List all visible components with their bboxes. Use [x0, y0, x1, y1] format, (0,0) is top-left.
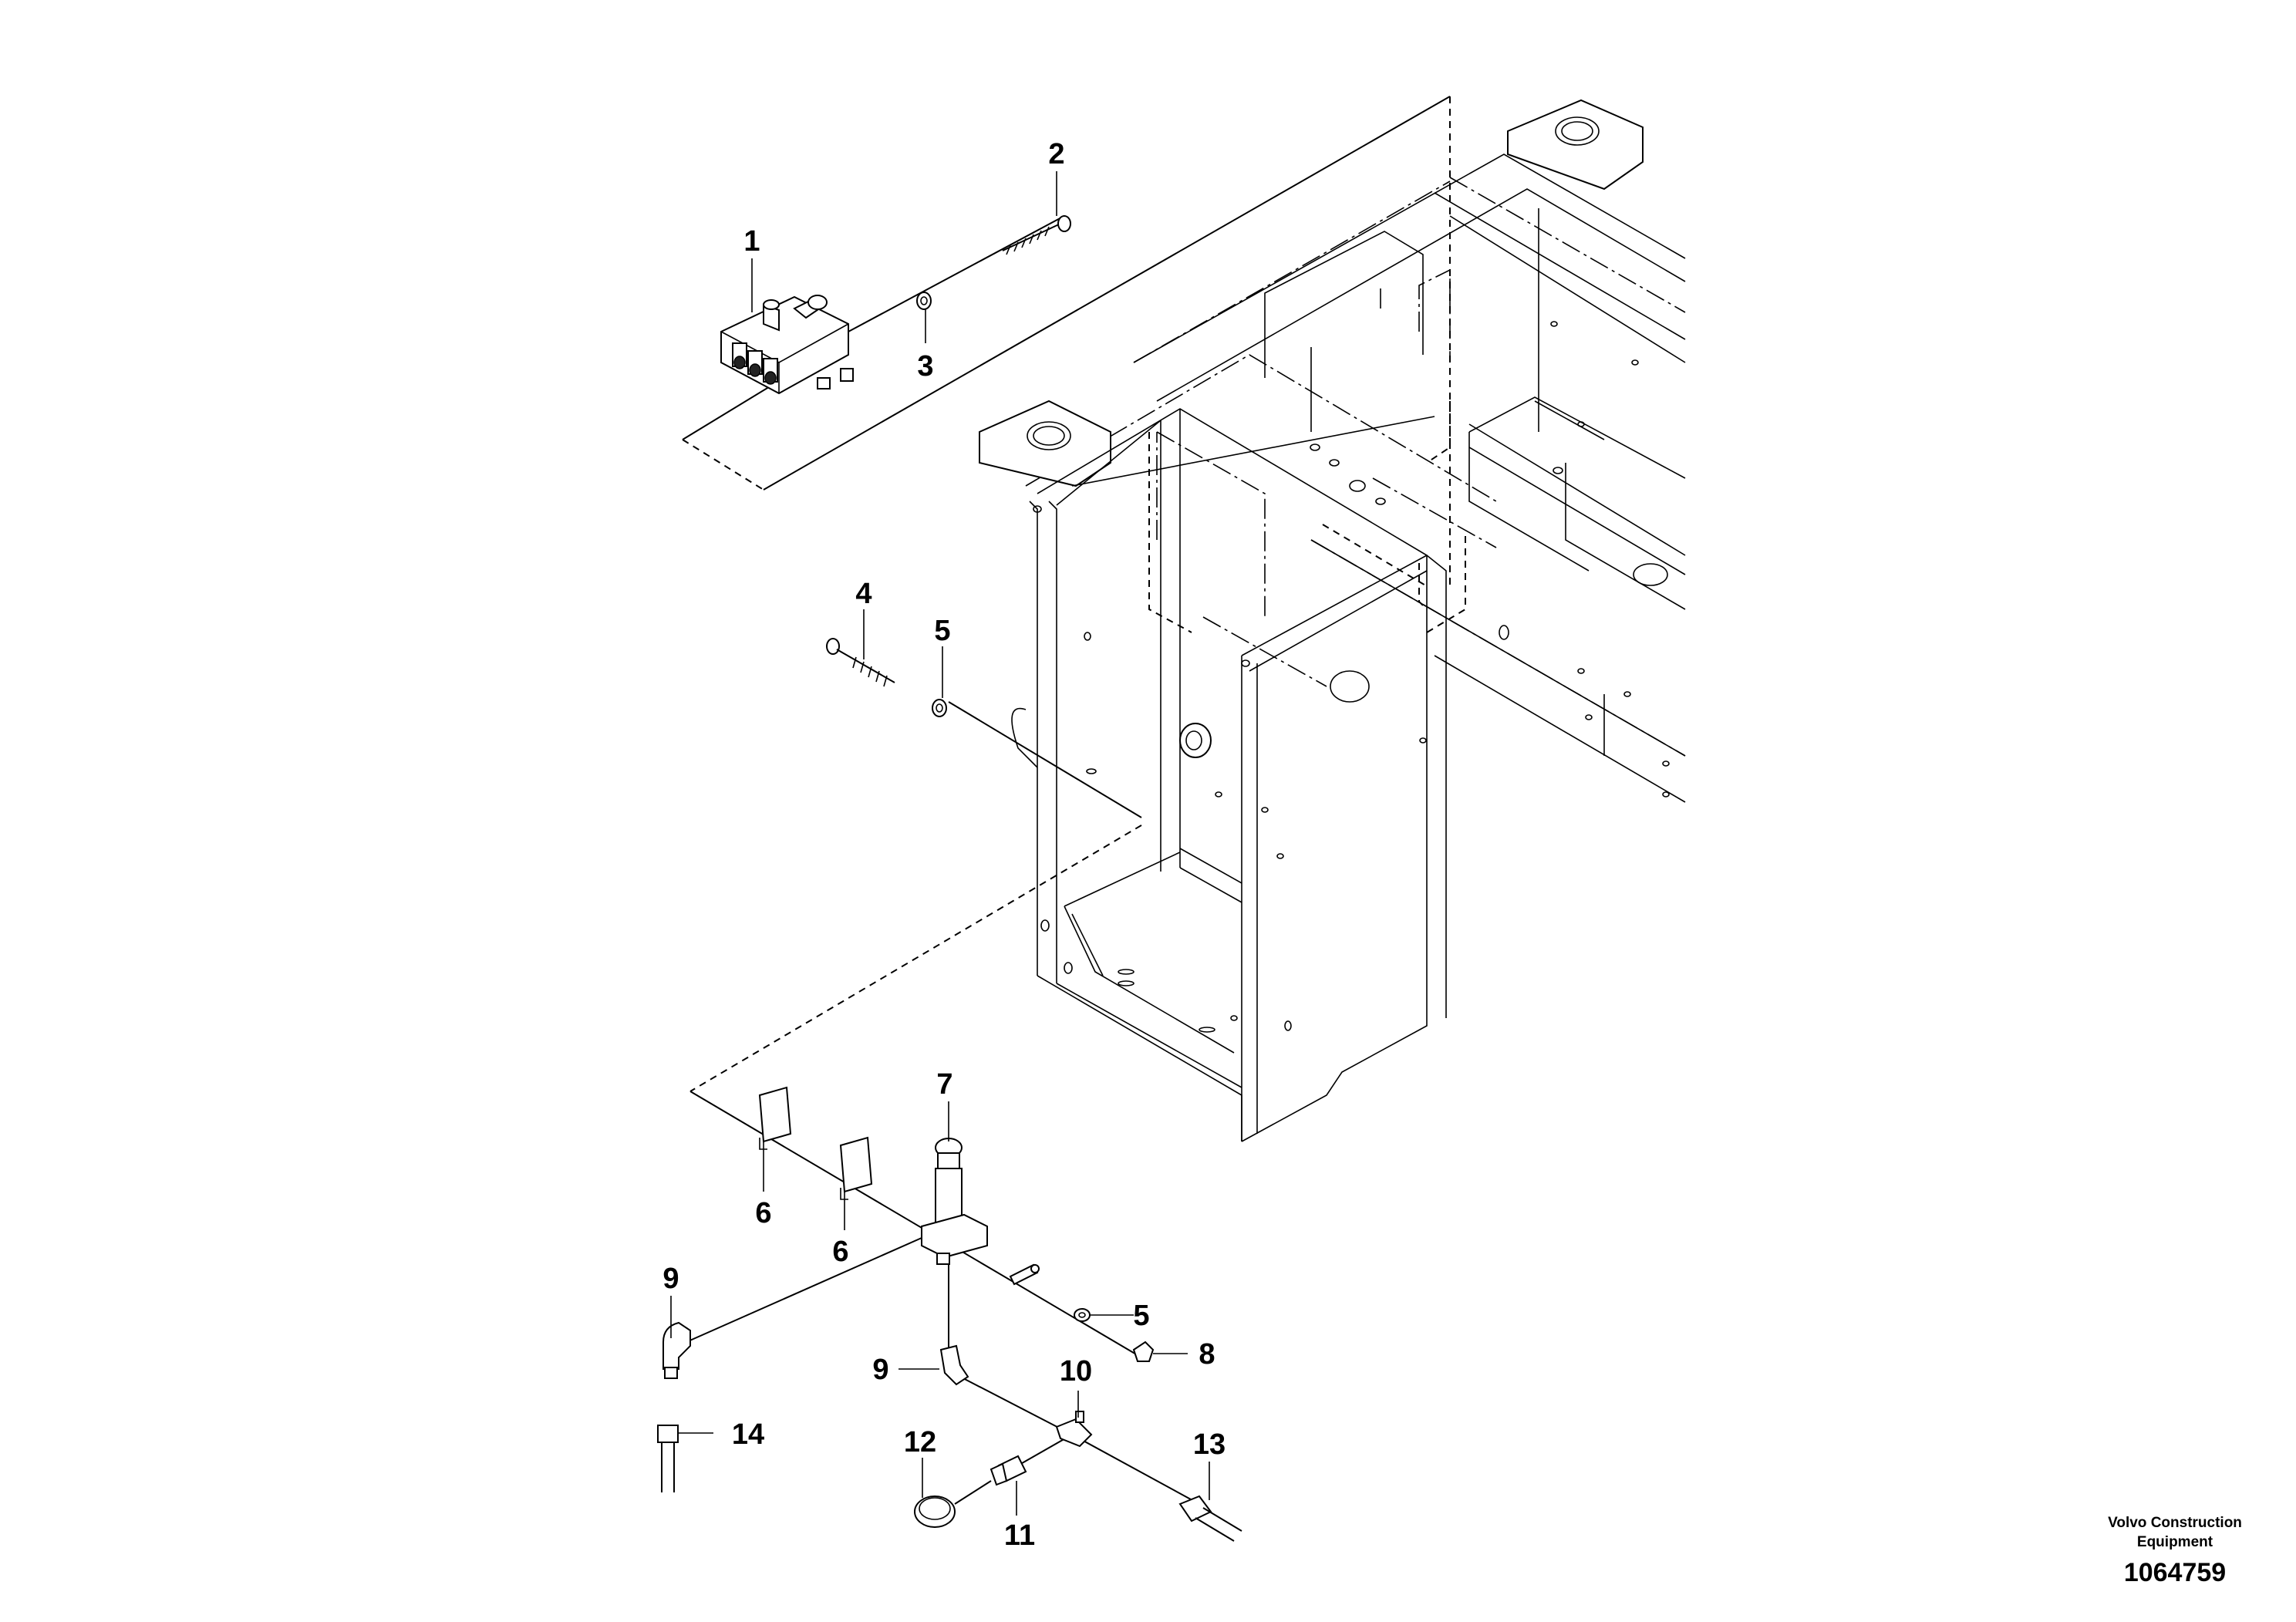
- callout-8: 8: [1199, 1338, 1215, 1371]
- callout-11: 11: [1004, 1519, 1035, 1552]
- elbow-part-9a: [663, 1321, 691, 1379]
- callout-14: 14: [732, 1418, 764, 1451]
- valve-part-7: [921, 1138, 988, 1265]
- machine-frame: [979, 99, 1686, 1142]
- clip-part-6a: [758, 1086, 792, 1150]
- washer-part-5b: [1074, 1308, 1091, 1322]
- document-number: 1064759: [2124, 1558, 2226, 1587]
- callout-3: 3: [917, 350, 933, 383]
- cap-part-12: [914, 1480, 992, 1528]
- washer-part-5: [932, 699, 947, 717]
- clip-part-6b: [839, 1136, 873, 1200]
- clip-small: [1009, 1263, 1040, 1286]
- callout-2: 2: [1048, 138, 1064, 170]
- callout-12: 12: [904, 1426, 936, 1458]
- hose-part-14: [657, 1425, 679, 1492]
- assembly-lines: [682, 96, 1451, 1505]
- credit-line-2: Equipment: [2137, 1534, 2213, 1550]
- hose-part-13: [1178, 1495, 1242, 1542]
- elbow-part-9b: [939, 1344, 969, 1386]
- callout-6b: 6: [832, 1236, 848, 1268]
- callout-1: 1: [743, 225, 760, 258]
- callout-leaders: [670, 171, 1210, 1516]
- adapter-part-11: [990, 1455, 1027, 1486]
- callout-numbers: 1 2 3 4 5 6 6 7 9 5 8 9 10 14 12 13 11: [663, 138, 1226, 1552]
- callout-13: 13: [1193, 1428, 1226, 1461]
- bolt-part-4: [826, 638, 895, 687]
- callout-5b: 5: [1133, 1300, 1149, 1332]
- bolt-part-2: [1002, 215, 1071, 255]
- callout-4: 4: [855, 578, 872, 610]
- callout-9a: 9: [663, 1263, 679, 1295]
- callout-10: 10: [1060, 1355, 1092, 1388]
- nut-part-8: [1132, 1340, 1155, 1362]
- washer-part-3: [916, 292, 932, 310]
- valve-block-part: [720, 295, 854, 395]
- callout-5: 5: [934, 615, 950, 647]
- callout-7: 7: [936, 1068, 952, 1101]
- callout-9b: 9: [872, 1354, 888, 1386]
- callout-6a: 6: [755, 1197, 771, 1229]
- credit-block: Volvo Construction Equipment 1064759: [2108, 1515, 2242, 1587]
- tee-part-10: [1055, 1411, 1093, 1448]
- credit-line-1: Volvo Construction: [2108, 1515, 2242, 1531]
